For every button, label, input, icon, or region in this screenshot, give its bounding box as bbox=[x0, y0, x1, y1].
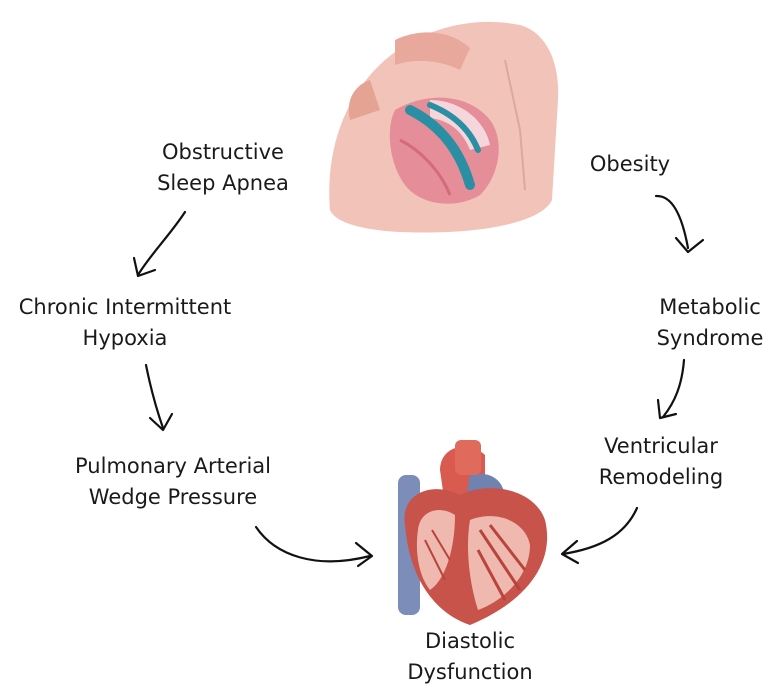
node-obesity-line1: Obesity bbox=[580, 149, 680, 180]
node-hypoxia-line2: Hypoxia bbox=[8, 323, 242, 354]
node-diastolic-dysfunction: Diastolic Dysfunction bbox=[400, 626, 540, 688]
node-ventricular-remodeling: Ventricular Remodeling bbox=[590, 431, 732, 493]
arrow-osa-to-hypoxia bbox=[134, 212, 185, 276]
node-hypoxia-line1: Chronic Intermittent bbox=[8, 292, 242, 323]
node-metabolic-syndrome: Metabolic Syndrome bbox=[650, 292, 770, 354]
node-diastolic-line2: Dysfunction bbox=[400, 657, 540, 688]
arrow-remodeling-to-diastolic bbox=[562, 508, 637, 563]
node-diastolic-line1: Diastolic bbox=[400, 626, 540, 657]
node-osa-line1: Obstructive bbox=[150, 137, 296, 168]
arrow-metabolic-to-remodeling bbox=[658, 360, 684, 418]
node-remodeling-line1: Ventricular bbox=[590, 431, 732, 462]
arrow-hypoxia-to-pawp bbox=[146, 365, 172, 430]
node-obesity: Obesity bbox=[580, 149, 680, 180]
node-pawp-line1: Pulmonary Arterial bbox=[62, 451, 284, 482]
node-obstructive-sleep-apnea: Obstructive Sleep Apnea bbox=[150, 137, 296, 199]
node-chronic-intermittent-hypoxia: Chronic Intermittent Hypoxia bbox=[8, 292, 242, 354]
node-remodeling-line2: Remodeling bbox=[590, 462, 732, 493]
arrow-pawp-to-diastolic bbox=[256, 527, 372, 566]
node-pawp-line2: Wedge Pressure bbox=[62, 482, 284, 513]
node-metabolic-line1: Metabolic bbox=[650, 292, 770, 323]
node-metabolic-line2: Syndrome bbox=[650, 323, 770, 354]
node-pulmonary-arterial-wedge-pressure: Pulmonary Arterial Wedge Pressure bbox=[62, 451, 284, 513]
node-osa-line2: Sleep Apnea bbox=[150, 168, 296, 199]
arrow-obesity-to-metabolic bbox=[656, 196, 703, 252]
